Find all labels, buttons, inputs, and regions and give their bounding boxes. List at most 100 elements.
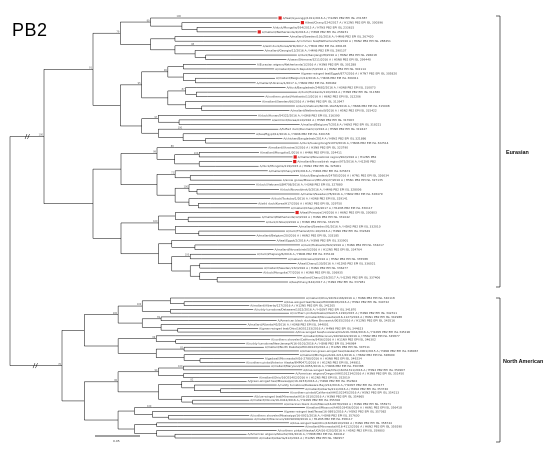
eurasian-leaf-label: A/duck/Bangladesh/24785/2016 A / H7N1 PB… <box>300 173 389 177</box>
north-american-leaf-label: A/northern pintail/Alaska/UGAI16-0203/20… <box>278 428 385 432</box>
eurasian-leaf-label: A/teal/Chany/130/2016 A / H12N5 PB2 EPI … <box>298 261 376 265</box>
eurasian-leaf-label: A/northern pintail/Hokkaido/13/2016 A / … <box>265 95 361 99</box>
eurasian-leaf-label: A/duck/Thailand/CU-16/2016 A / H4N6 PB2 … <box>286 229 370 233</box>
eurasian-leaf-label: A/wild duck/Korea/H17/2016 A / H5N2 PB2 … <box>258 201 342 205</box>
highlight-marker <box>300 21 305 25</box>
eurasian-leaf-label: A/duck/Sanjiang/28/2016 A / H6N2 PB2 EPI… <box>298 53 377 57</box>
bootstrap-value: 95 <box>138 82 141 85</box>
north-american-leaf-label: A/mallard/Alberta/412/2016 A / H12N5 PB2… <box>259 436 344 440</box>
north-american-leaf-label: A/American wigeon/Oregon/AH0101234/2016 … <box>295 372 404 376</box>
north-american-leaf-label: A/northern shoveler/Mississippi/16-0921/… <box>250 413 359 417</box>
north-american-leaf-label: A/mallard/Minnesota/AI16-4112/2016 A / H… <box>305 425 402 429</box>
highlight-marker <box>278 16 282 20</box>
bootstrap-value: 89 <box>157 316 160 319</box>
eurasian-leaf-label: A/mallard/Chany/66/2017 A / H12N5 PB2 EP… <box>291 206 373 210</box>
north-american-leaf-label: A/mallard/North Dakota/AH0100123/2016 A … <box>265 345 370 349</box>
north-american-leaf-label: A/mallard/Michigan/AI16-2211/2016 A / H6… <box>300 353 395 357</box>
bootstrap-value: 100 <box>185 254 190 257</box>
eurasian-leaf-label: A/mallard/Belgium/7/2016 A / H6N2 PB2 EP… <box>301 123 382 127</box>
eurasian-leaf-label: A/mallard/Novosibirsk region/962/2016 A … <box>298 155 377 159</box>
north-american-leaf-label: A/northern pintail/Alaska/UGAI15-1190/20… <box>290 311 397 315</box>
eurasian-leaf-label: A/teal/Egypt/2/2016 A / H3N8 PB2 EPI ISL… <box>277 238 349 242</box>
eurasian-leaf-label: A/teal/Primorje/14/2016 A / H6N2 PB2 EPI… <box>300 211 377 215</box>
eurasian-leaf-label: A/duck/Guangdong/S1070/2016 A / H6N6 PB2… <box>300 141 389 145</box>
north-american-leaf-label: A/blue-winged teal/Ohio/16OS2010/2016 A … <box>290 421 392 425</box>
highlight-marker <box>295 210 299 215</box>
north-american-leaf-label: A/blue-winged teal/Texas/AH0099028/2016 … <box>284 300 389 304</box>
north-american-leaf-label: A/gadwall/Minnesota/AI16-2780/2016 A / H… <box>265 357 362 361</box>
eurasian-leaf-label: A/tufted duck/Denmark/1/2016 A / H5N8 PB… <box>279 127 367 131</box>
eurasian-leaf-label: A/duck/Vietnam/NCVD-16A56/2016 A / H6N6 … <box>296 104 390 108</box>
branch-break-mark <box>32 363 36 369</box>
clade-brackets: Eurasian North American <box>496 15 543 443</box>
highlight-marker <box>257 30 261 34</box>
eurasian-leaf-label: A/mallard/Sweden/78/2016 A / H6N2 PB2 EP… <box>301 192 383 196</box>
bootstrap-value: 99 <box>153 151 156 154</box>
eurasian-leaf-label: A/duck/Tsukuba/1/2016 A / H3N8 PB2 EPI I… <box>271 197 348 201</box>
eurasian-leaf-label: A/teal/Chany/224/2017 A / H12N5 PB2 EPI … <box>305 21 383 25</box>
eurasian-leaf-label: A/mallard/Ukraine/9/2016 A / H5N2 PB2 EP… <box>288 257 368 261</box>
clade-label-eurasian: Eurasian <box>506 150 529 156</box>
eurasian-leaf-label: A/mallard/Netherlands/9/2016 A / H5N2 PB… <box>290 109 377 113</box>
branch-break-mark <box>35 363 38 369</box>
north-american-leaf-label: A/mallard/Alberta/127/2016 A / H12N5 PB2… <box>250 304 335 308</box>
eurasian-leaf-label: A/mallard/Belgium/12/2016 A / H4N6 PB2 E… <box>276 76 359 80</box>
tree-branches <box>9 17 305 439</box>
north-american-leaf-label: A/blue-winged teal/Louisiana/UGAI16-3044… <box>295 330 410 334</box>
bootstrap-value: 98 <box>191 43 194 46</box>
branch-break-mark <box>24 133 28 140</box>
bootstrap-value: 100 <box>177 15 182 18</box>
bootstrap-value: 100 <box>153 220 158 223</box>
bootstrap-value: 100 <box>178 126 183 129</box>
eurasian-leaf-label: A/duck/Mongolia/119/2015 A / H6N2 PB2 EP… <box>260 164 342 168</box>
eurasian-leaf-label: A/mallard/Chany/215/2016 A / H4N6 PB2 EP… <box>269 169 351 173</box>
north-american-leaf-label: A/northern shoveler/California/3456/2016… <box>271 338 376 342</box>
north-american-leaf-label: A/ruddy turnstone/New Jersey/AI16-0101/2… <box>246 341 356 345</box>
highlight-marker <box>293 155 297 159</box>
eurasian-leaf-label: A/duck/Zhejiang/6/2016 A / H6N6 PB2 EPI … <box>257 252 335 256</box>
eurasian-leaf-label: A/mallard/Georgia/12/2016 A / H4N6 PB2 E… <box>265 48 347 52</box>
north-american-leaf-label: A/American wigeon/Alberta/301/2016 A / H… <box>248 432 345 436</box>
north-american-leaf-label: A/northern pintail/Interior Alaska/9MP04… <box>246 360 361 364</box>
eurasian-leaf-label: A/duck/Novosibirsk/3/2016 A / H4N6 PB2 E… <box>280 187 362 191</box>
north-american-leaf-label: A/mallard/Ohio/16OS1166/2016 A / H4N6 PB… <box>306 296 395 300</box>
north-american-leaf-label: A/green-winged teal/Ohio/16OS1233/2016 A… <box>259 326 363 330</box>
eurasian-leaf-label: A/teal/Egypt/12/2016 A / H4N6 PB2 EPI IS… <box>256 132 330 136</box>
eurasian-leaf-label: A/duck/Vietnam/LBM708/2016 A / H3N8 PB2 … <box>256 183 343 187</box>
eurasian-leaf-label: A/green-winged teal/Egypt/877/2016 A / H… <box>301 72 397 76</box>
bootstrap-value: 76 <box>58 363 61 366</box>
branch-break-mark <box>27 133 30 140</box>
bootstrap-value: 90 <box>114 379 117 382</box>
bootstrap-value: 100 <box>194 152 199 155</box>
eurasian-leaf-label: A/Eurasian wigeon/Netherlands/1/2016 A /… <box>257 62 356 66</box>
eurasian-leaf-label: A/mallard/Ukraine/1/2017 A / H6N2 PB2 EP… <box>257 81 337 85</box>
eurasian-leaf-label: A/mallard/Netherlands/4/2016 A / H3N8 PB… <box>262 30 349 34</box>
bootstrap-value: 91 <box>89 67 92 70</box>
eurasian-leaf-label: A/mallard/Novosibirsk/5/2016 A / H12N5 P… <box>275 248 362 252</box>
eurasian-leaf-label: A/mallard/Chany/219/2017 A / H12N5 PB2 E… <box>297 275 381 279</box>
eurasian-leaf-label: A/duck/Bangladesh/24682/2016 A / H3N8 PB… <box>287 85 376 89</box>
bootstrap-value: 99 <box>152 336 155 339</box>
bootstrap-value: 100 <box>178 365 183 368</box>
bootstrap-value: 100 <box>39 134 44 137</box>
eurasian-leaf-label: A/mallard/Netherlands/12/2016 A / H4N6 P… <box>262 215 350 219</box>
bootstrap-value: 72 <box>171 172 174 175</box>
bootstrap-value: 100 <box>113 312 118 315</box>
north-american-leaf-label: A/green-winged teal/Mississippi/16-0233/… <box>248 379 358 383</box>
north-american-leaf-label: A/mallard/Alberta/211/2016 A / H6N2 PB2 … <box>305 387 388 391</box>
eurasian-leaf-label: A/wild bird/Korea/A14/2016 A / H5N8 PB2 … <box>272 118 354 122</box>
eurasian-leaf-label: A/wild duck/Korea/SH0/2017 A / H5N2 PB2 … <box>263 44 347 48</box>
north-american-leaf-label: A/mallard/Wisconsin/16OS0422/2016 A / H5… <box>303 334 400 338</box>
north-american-leaf-label: A/northern pintail/California/AH0102345/… <box>290 391 399 395</box>
north-american-leaf-label: A/blue-winged teal/Ohio/16OS1311/2016 A … <box>303 368 405 372</box>
eurasian-leaf-label: A/mallard/Sweden/101/2016 A / H4N6 PB2 E… <box>290 35 374 39</box>
eurasian-leaf-label: A/duck/Mongolia/77/2016 A / H3N8 PB2 EPI… <box>263 271 343 275</box>
north-american-leaf-label: A/ruddy turnstone/Delaware/1022/2016 A /… <box>254 307 356 311</box>
north-american-leaf-label: A/mallard/Ohio/16OS1402/2016 A / H12N5 P… <box>259 375 350 379</box>
eurasian-leaf-label: A/duck/Hokkaido/110/2016 A / H3N8 PB2 EP… <box>298 90 380 94</box>
tree-leaf-labels: A/teal/Gyeonggi/1011/2016 A / H12N5 PB2 … <box>246 16 418 440</box>
bootstrap-value: 82 <box>190 378 193 381</box>
eurasian-leaf-label: A/mallard/Sweden/66/2016 A / H4N6 PB2 EP… <box>262 99 344 103</box>
eurasian-leaf-label: A/duck/Hokkaido/W22/2016 A / H4N6 PB2 EP… <box>301 243 384 247</box>
eurasian-leaf-label: A/chicken/Bangladesh/2014 A / H9N2 PB2 E… <box>283 136 366 140</box>
